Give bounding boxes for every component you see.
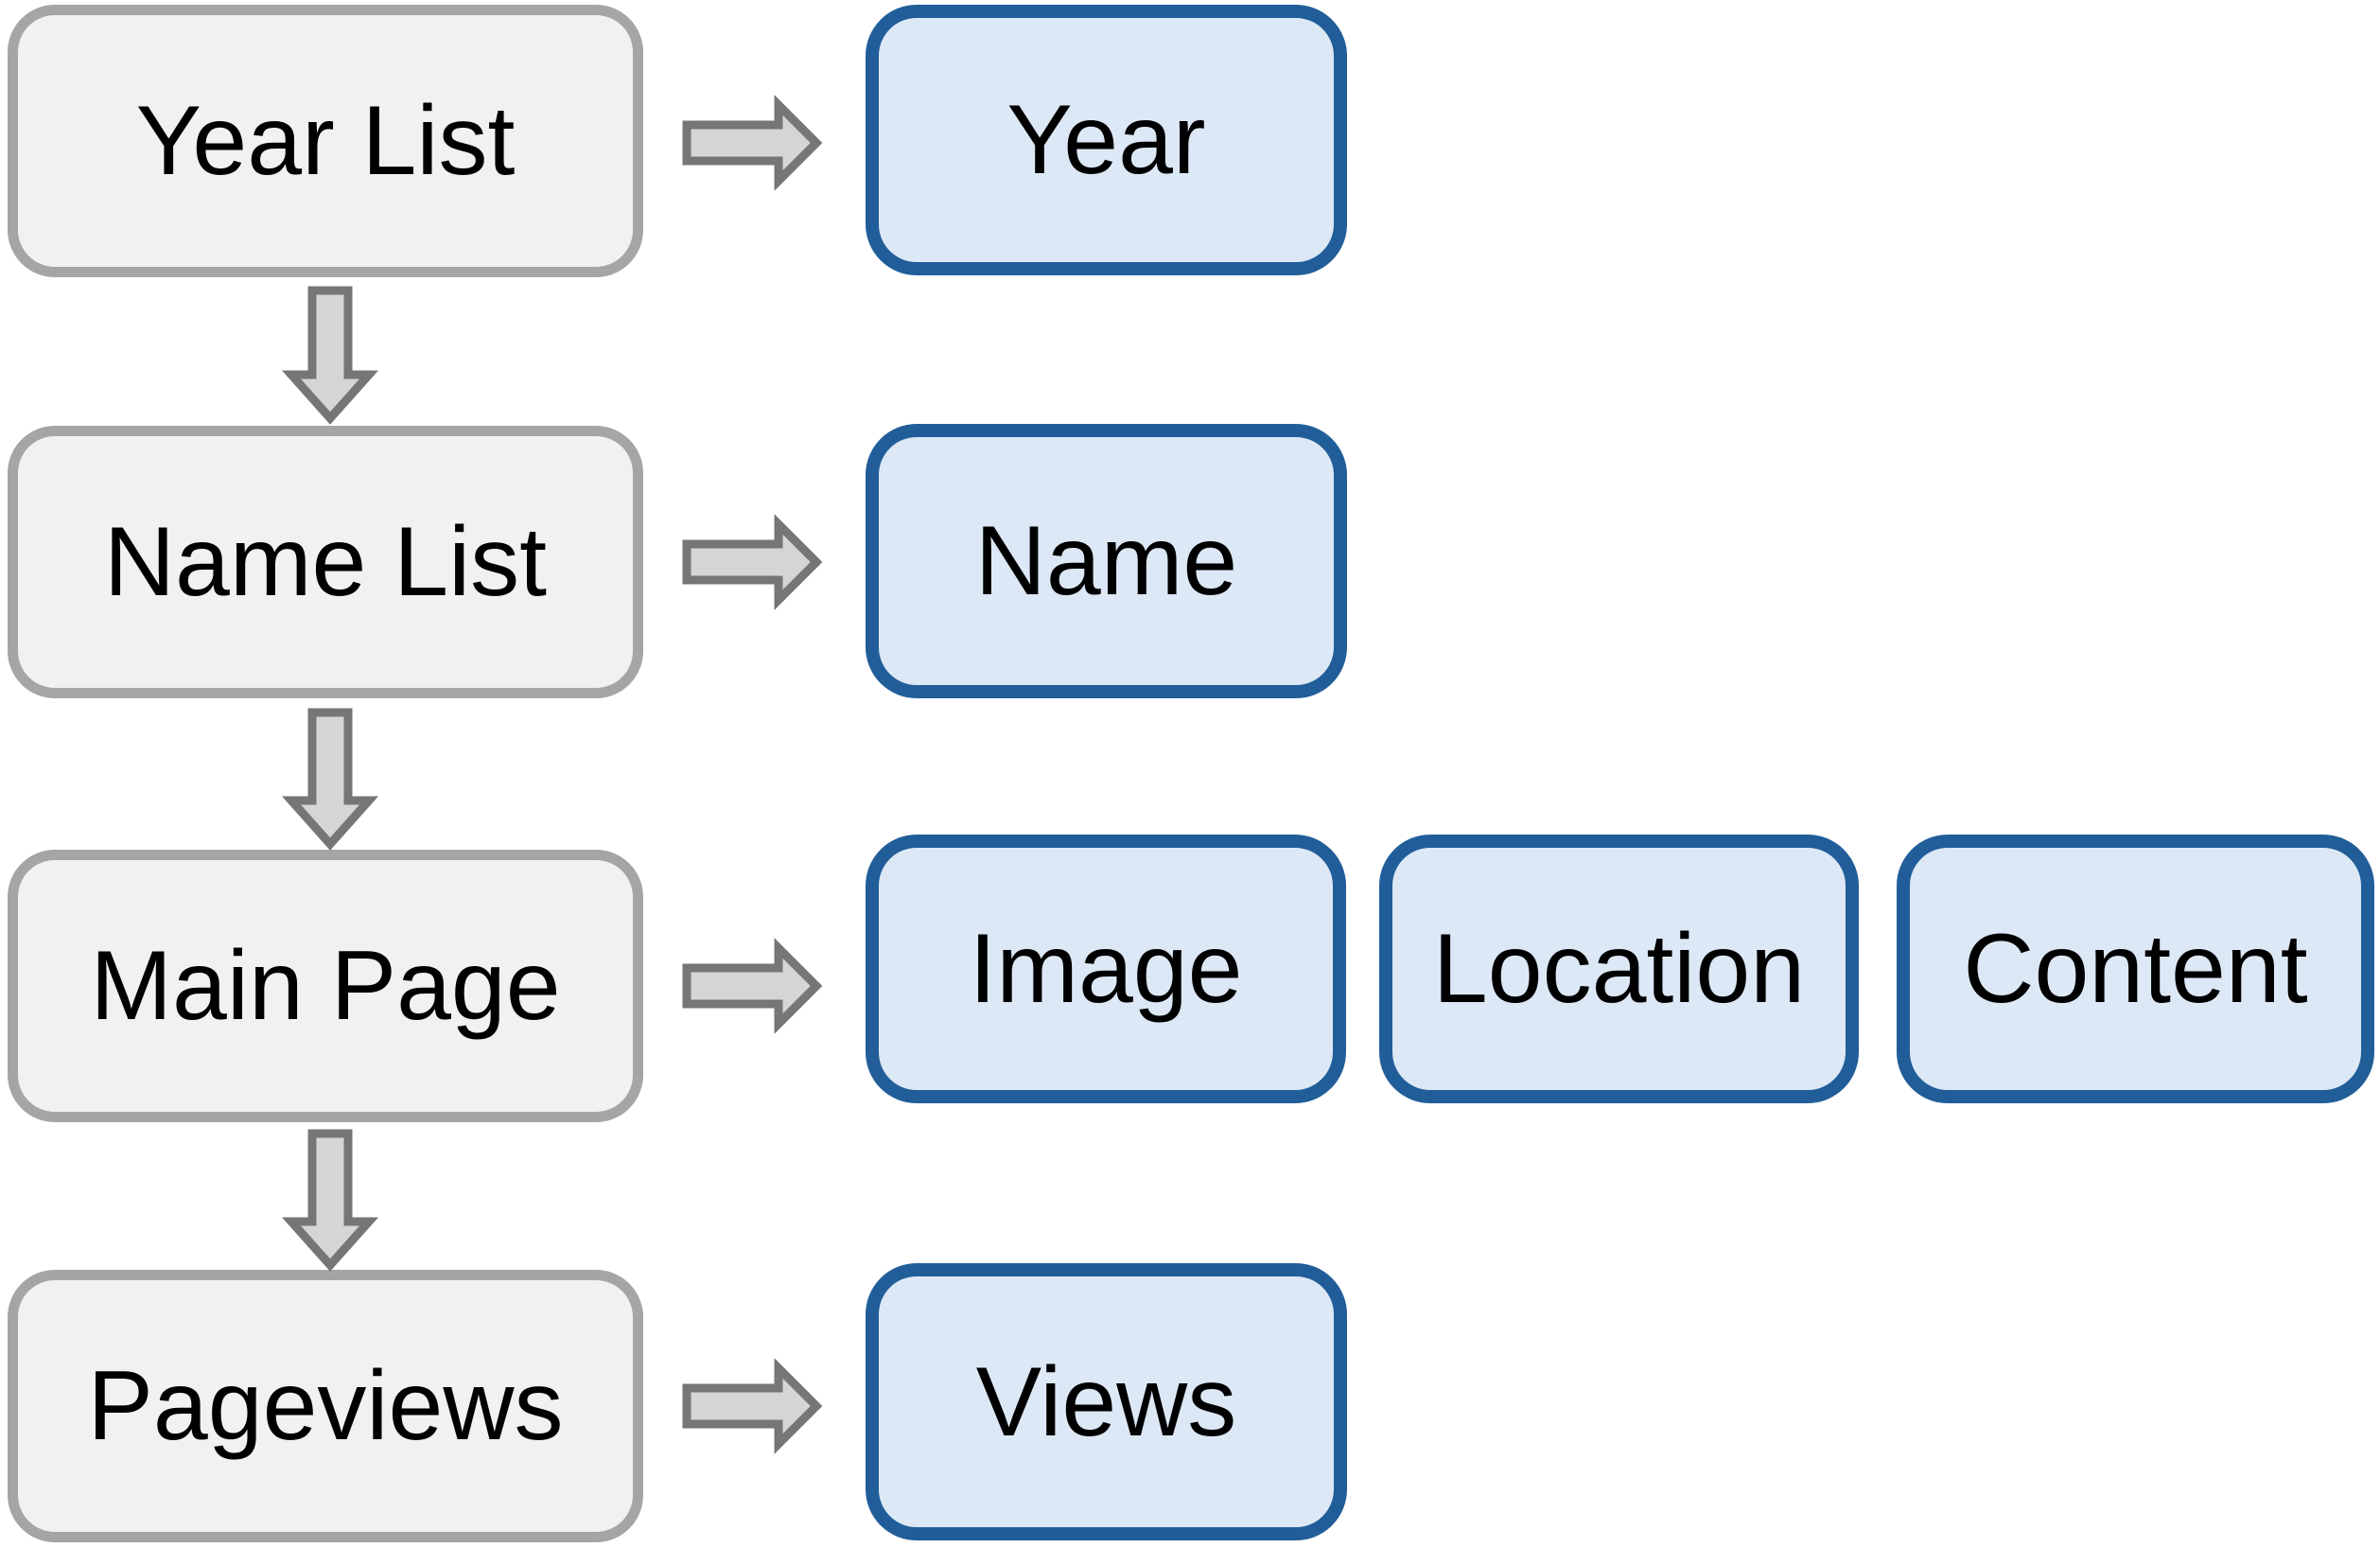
right-arrow-icon <box>682 514 823 610</box>
target-box-name: Name <box>866 424 1347 698</box>
target-box-label: Views <box>975 1346 1237 1457</box>
source-box-main-page: Main Page <box>8 850 643 1122</box>
right-arrow-icon <box>682 95 823 191</box>
source-box-label: Main Page <box>90 931 561 1041</box>
down-arrow-icon <box>281 286 379 425</box>
source-box-label: Pageviews <box>87 1351 564 1461</box>
target-box-label: Image <box>969 914 1243 1024</box>
target-box-content: Content <box>1897 835 2374 1103</box>
target-box-label: Year <box>1006 85 1206 195</box>
target-box-label: Name <box>974 506 1238 616</box>
right-arrow-icon <box>682 1358 823 1454</box>
right-arrow-icon <box>682 938 823 1034</box>
target-box-year: Year <box>866 5 1347 275</box>
down-arrow-icon <box>281 708 379 851</box>
target-box-label: Content <box>1963 914 2308 1024</box>
source-box-year-list: Year List <box>8 5 643 277</box>
source-box-label: Year List <box>135 86 516 196</box>
target-box-label: Location <box>1432 914 1806 1024</box>
source-box-label: Name List <box>103 507 548 617</box>
down-arrow-icon <box>281 1129 379 1272</box>
source-box-name-list: Name List <box>8 426 643 698</box>
target-box-location: Location <box>1379 835 1859 1103</box>
source-box-pageviews: Pageviews <box>8 1270 643 1542</box>
target-box-views: Views <box>866 1263 1347 1540</box>
target-box-image: Image <box>866 835 1346 1103</box>
